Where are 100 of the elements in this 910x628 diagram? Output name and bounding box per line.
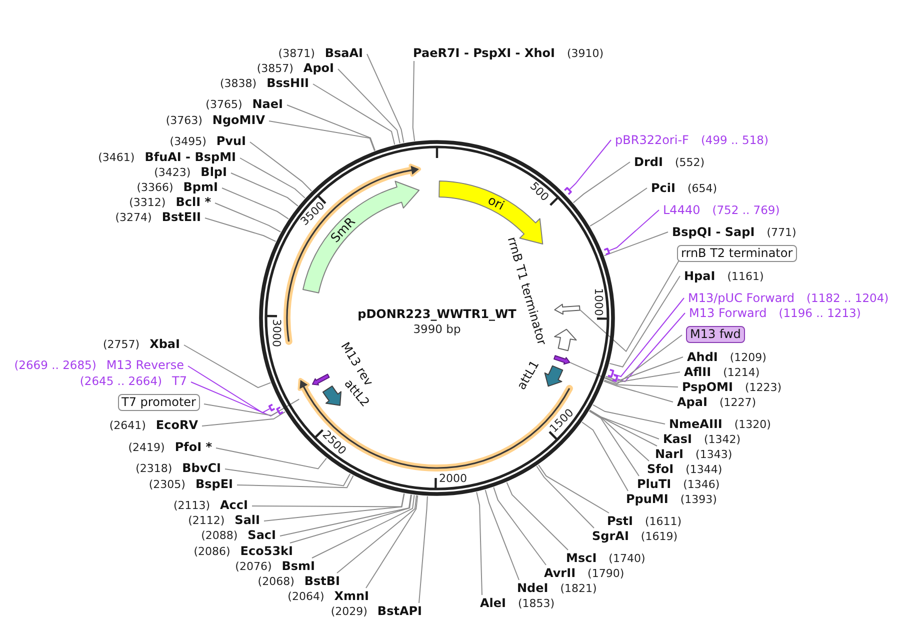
restriction-site-label: (3765) NaeI xyxy=(206,95,283,111)
restriction-site-label: NdeI (1821) xyxy=(517,579,597,595)
feature-label: rrnB T2 terminator xyxy=(677,244,797,262)
restriction-site-label: SfoI (1344) xyxy=(647,460,722,476)
leader-line xyxy=(286,104,376,152)
leader-line xyxy=(240,158,306,198)
restriction-site-label: (2641) EcoRV xyxy=(109,416,198,432)
leader-line xyxy=(572,162,630,204)
leader-line xyxy=(252,492,404,508)
restriction-site-label: PpuMI (1393) xyxy=(626,490,717,506)
leader-line xyxy=(608,210,660,252)
restriction-site-label: (3495) PvuI xyxy=(170,132,246,148)
restriction-site-label: (3274) BstEII xyxy=(115,208,201,224)
leader-line xyxy=(604,372,680,383)
restriction-site-label: PspOMI (1223) xyxy=(682,378,782,394)
restriction-site-label: ApaI (1227) xyxy=(677,393,756,409)
restriction-site-label: KasI (1342) xyxy=(663,430,741,446)
leader-line xyxy=(592,404,666,424)
leader-line xyxy=(589,410,650,462)
leader-line xyxy=(366,494,418,588)
leader-line xyxy=(590,188,648,227)
restriction-site-label: MscI (1740) xyxy=(566,549,646,565)
restriction-site-label: (3857) ApoI xyxy=(256,59,334,75)
leader-line xyxy=(204,218,276,242)
restriction-site-label: (3312) BclI * xyxy=(129,193,211,209)
leader-line xyxy=(412,60,416,142)
restriction-site-label: (2112) SalI xyxy=(188,511,260,527)
restriction-site-label: PstI (1611) xyxy=(607,512,682,528)
feature-label: ori xyxy=(486,193,506,213)
plasmid-size: 3990 bp xyxy=(413,322,461,336)
feature-label: M13 fwd xyxy=(686,326,745,342)
restriction-site-label: (2064) XmnI xyxy=(288,587,369,603)
restriction-site-label: AflII (1214) xyxy=(684,363,760,379)
tick-label: 3000 xyxy=(270,318,282,348)
leader-line xyxy=(589,410,660,440)
restriction-site-label: HpaI (1161) xyxy=(684,267,764,283)
leader-line xyxy=(366,54,404,144)
restriction-site-label: (2068) BstBI xyxy=(258,572,340,588)
restriction-site-label: DrdI (552) xyxy=(634,153,705,169)
leader-line xyxy=(338,68,400,144)
restriction-site-label: (2088) SacI xyxy=(201,526,276,542)
restriction-site-label: PciI (654) xyxy=(651,179,718,195)
restriction-site-label: AhdI (1209) xyxy=(687,348,766,364)
restriction-site-label: (3423) BlpI xyxy=(154,163,227,179)
leader-line xyxy=(616,312,686,382)
restriction-site-label: (3763) NgoMIV xyxy=(166,111,265,127)
leader-line xyxy=(506,482,568,550)
leader-line xyxy=(264,492,405,522)
leader-line xyxy=(216,448,327,470)
restriction-site-label: PluTI (1346) xyxy=(637,475,720,491)
feature-label: T7 promoter xyxy=(118,394,200,410)
primer-label: pBR322ori-F (499 .. 518) xyxy=(615,131,768,147)
restriction-site-label: (2419) PfoI * xyxy=(128,438,212,454)
primer-label: (2669 .. 2685) M13 Reverse xyxy=(14,356,184,372)
restriction-site-label: AleI (1853) xyxy=(480,594,555,610)
leader-line xyxy=(188,366,270,414)
leader-line xyxy=(588,410,640,476)
restriction-site-label: (3871) BsaAI xyxy=(278,44,363,60)
leader-line xyxy=(609,276,680,368)
leader-line xyxy=(603,380,674,402)
leader-line xyxy=(604,380,678,388)
leader-line xyxy=(569,140,612,190)
restriction-site-label: (2113) AccI xyxy=(173,496,248,512)
leader-line xyxy=(589,410,658,446)
primer-label: M13/pUC Forward (1182 .. 1204) xyxy=(688,289,889,305)
restriction-site-label: (2757) XbaI xyxy=(103,335,180,351)
leader-line xyxy=(224,468,351,486)
leader-line xyxy=(570,334,682,384)
restriction-site-label: (2086) Eco53kI xyxy=(194,542,293,558)
leader-line xyxy=(582,422,628,492)
leader-line xyxy=(476,492,482,596)
restriction-site-label: (3366) BpmI xyxy=(136,178,218,194)
leader-line xyxy=(222,188,289,220)
leader-line xyxy=(612,298,684,378)
primer-label: L4440 (752 .. 769) xyxy=(663,201,780,217)
restriction-site-label: (2305) BspEI xyxy=(148,475,233,491)
restriction-site-label: PaeR7I - PspXI - XhoI (3910) xyxy=(413,44,604,60)
leader-line xyxy=(290,494,412,544)
restriction-site-label: AvrII (1790) xyxy=(544,564,624,580)
leader-line xyxy=(484,489,520,580)
leader-line xyxy=(230,172,298,207)
restriction-site-label: (2029) BstAPI xyxy=(330,602,422,618)
leader-line xyxy=(250,142,312,192)
leader-line xyxy=(236,475,354,488)
leader-line xyxy=(312,494,415,558)
leader-line xyxy=(312,84,396,146)
leader-line xyxy=(214,202,282,232)
leader-line xyxy=(538,464,610,514)
restriction-site-label: (2076) BsmI xyxy=(235,557,315,573)
leader-line xyxy=(336,494,417,574)
leader-line xyxy=(202,411,286,426)
leader-line xyxy=(268,120,376,152)
restriction-site-label: NarI (1343) xyxy=(655,445,732,461)
restriction-site-label: BspQI - SapI (771) xyxy=(672,223,796,239)
leader-line xyxy=(536,466,594,528)
leader-line xyxy=(580,260,680,352)
tick-label: 2000 xyxy=(438,473,467,486)
primer-label: (2645 .. 2664) T7 xyxy=(80,372,187,388)
tick-label: 500 xyxy=(528,180,551,204)
leader-line xyxy=(280,494,412,536)
